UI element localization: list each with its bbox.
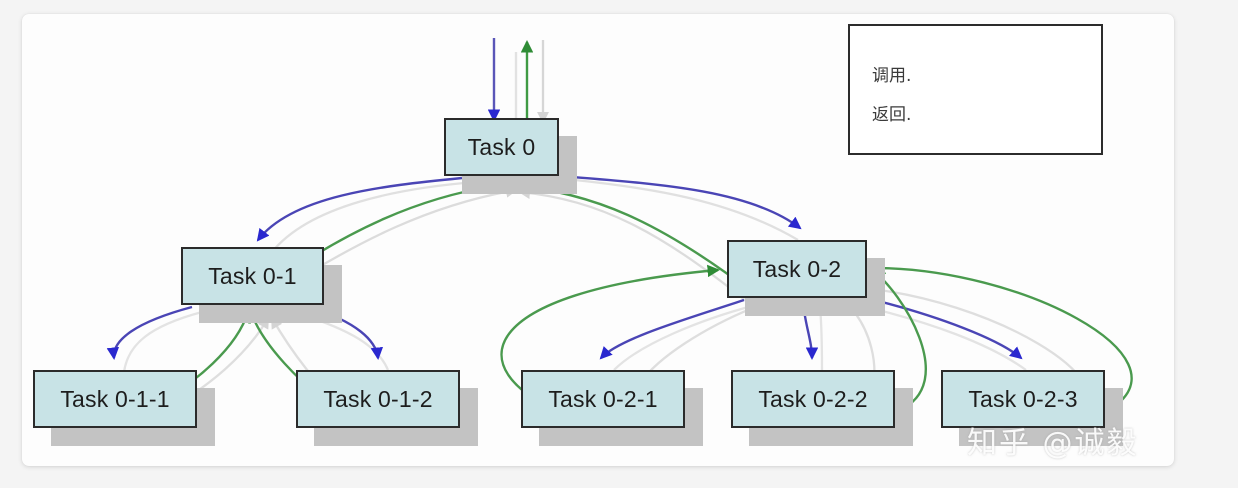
node-label-task023: Task 0-2-3: [968, 385, 1078, 412]
node-label-task0: Task 0: [467, 133, 536, 160]
edge-task01-to-task011: [106, 305, 193, 360]
legend-label-call: 调用.: [872, 65, 912, 86]
node-task02[interactable]: Task 0-2: [727, 240, 867, 298]
edge-task02-to-task021: [599, 298, 745, 360]
node-task012[interactable]: Task 0-1-2: [296, 370, 460, 428]
legend-box: 调用. 返回.: [848, 24, 1103, 155]
node-label-task02: Task 0-2: [752, 255, 842, 282]
node-label-task01: Task 0-1: [208, 262, 297, 289]
node-task01[interactable]: Task 0-1: [181, 247, 324, 305]
node-task0[interactable]: Task 0: [444, 118, 559, 176]
node-label-task011: Task 0-1-1: [60, 385, 170, 412]
legend-row-call: 调用.: [850, 53, 1101, 93]
edge-task023-to-task02: [872, 261, 1133, 409]
node-label-task022: Task 0-2-2: [758, 385, 868, 412]
edge-task02-to-task023: [865, 296, 1023, 360]
edge-task0-to-task02: [559, 174, 802, 230]
node-task021[interactable]: Task 0-2-1: [521, 370, 685, 428]
edge-task0-to-task01: [256, 176, 463, 242]
legend-label-return: 返回.: [872, 104, 912, 125]
node-label-task012: Task 0-1-2: [323, 385, 433, 412]
edge-task02-to-task0: [512, 180, 753, 293]
node-task023[interactable]: Task 0-2-3: [941, 370, 1105, 428]
node-task011[interactable]: Task 0-1-1: [33, 370, 197, 428]
node-task022[interactable]: Task 0-2-2: [731, 370, 895, 428]
legend-row-return: 返回.: [850, 92, 1101, 132]
external-entry-arrows: [487, 38, 534, 122]
node-label-task021: Task 0-2-1: [548, 385, 658, 412]
